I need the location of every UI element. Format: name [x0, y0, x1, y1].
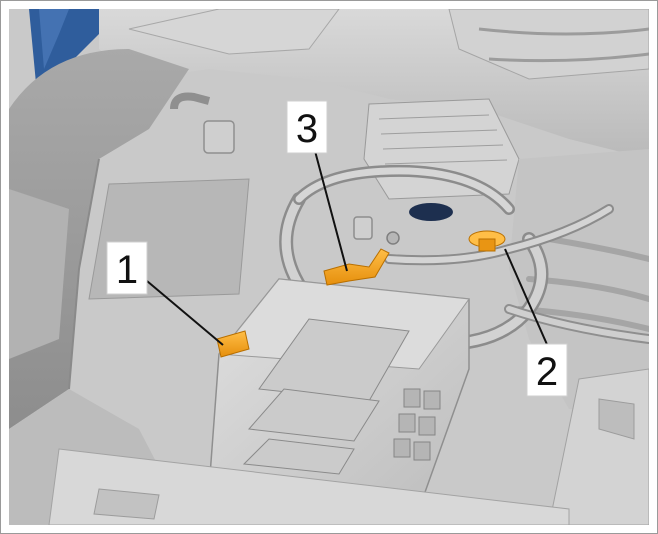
callout-2-label: 2	[536, 350, 558, 394]
diagram-stage: 1 3 2	[9, 9, 649, 525]
mount-bolt	[386, 231, 400, 245]
callout-1: 1	[106, 241, 148, 295]
highlight-part-2	[468, 230, 506, 252]
callout-2: 2	[526, 343, 568, 397]
engine-bay-illustration: 1 3 2	[9, 9, 649, 525]
leader-line-1	[146, 280, 224, 346]
callout-3: 3	[286, 100, 328, 154]
leader-line-2	[504, 248, 550, 350]
callout-3-label: 3	[296, 107, 318, 151]
harness-connector	[353, 216, 373, 240]
highlight-part-3	[323, 248, 390, 286]
highlight-part-1	[216, 330, 250, 358]
front-crossmember	[48, 448, 570, 525]
fuse-relay-box	[208, 278, 470, 510]
leader-line-3	[314, 150, 348, 272]
bulkhead-opening	[409, 203, 453, 221]
connector-top-left	[203, 120, 235, 154]
callout-1-label: 1	[116, 248, 138, 292]
